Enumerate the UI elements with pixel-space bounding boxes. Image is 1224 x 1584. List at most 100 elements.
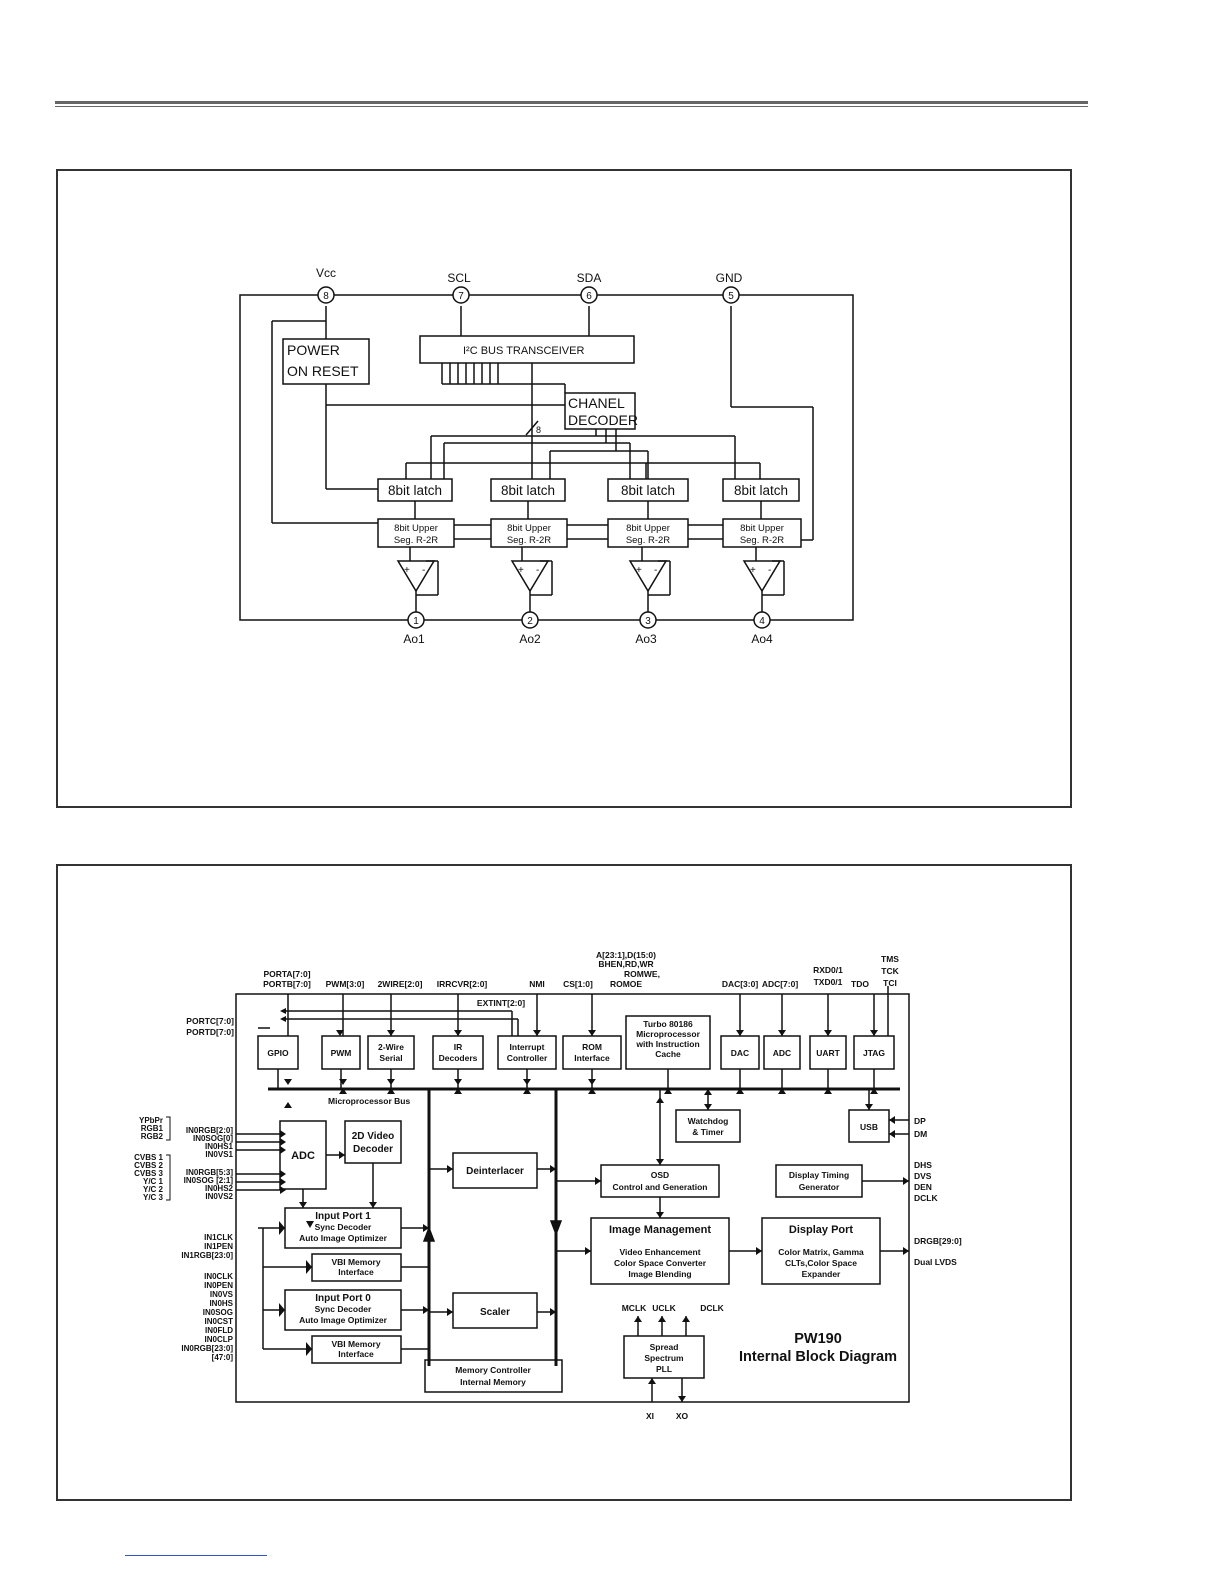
pin-5 [722, 286, 740, 304]
label-tck: TCK [881, 966, 899, 976]
ypbpr-label: YPbPr [139, 1116, 163, 1125]
in1rgb: IN1RGB[23:0] [181, 1251, 233, 1260]
input0-label-3: Auto Image Optimizer [299, 1315, 388, 1325]
jtag-label: JTAG [863, 1048, 885, 1058]
interrupt-label-1: Interrupt [510, 1042, 545, 1052]
r2r-4-line1: 8bit Upper [740, 523, 784, 534]
label-adc: ADC[7:0] [762, 979, 799, 989]
watchdog-block [675, 1109, 741, 1143]
label-portb: PORTB[7:0] [263, 979, 311, 989]
cvbs-3: CVBS 3 [134, 1169, 163, 1178]
in0vs: IN0VS [210, 1290, 234, 1299]
pin-1 [407, 611, 425, 629]
label-tdo: TDO [851, 979, 869, 989]
label-lvds: Dual LVDS [914, 1257, 957, 1267]
input0-label-1: Input Port 0 [315, 1293, 371, 1304]
power-on-reset-line1: POWER [287, 342, 340, 358]
display-port-title: Display Port [789, 1224, 854, 1236]
pin-4 [753, 611, 771, 629]
footer-link-underline[interactable] [125, 1555, 267, 1556]
in1pen: IN1PEN [204, 1242, 233, 1251]
display-port-body-3: Expander [802, 1269, 841, 1279]
label-mclk: MCLK [622, 1303, 647, 1313]
video-decoder-block [344, 1120, 402, 1164]
label-nmi: NMI [529, 979, 545, 989]
pin-vcc-label: Vcc [316, 266, 336, 280]
opamp-3 [628, 547, 671, 615]
latch-1-label: 8bit latch [388, 483, 442, 498]
pll-label-3: PLL [656, 1364, 672, 1374]
r2r-4-line2: Seg. R-2R [740, 535, 784, 546]
pin-6 [580, 286, 598, 304]
label-portc: PORTC[7:0] [186, 1016, 234, 1026]
r2r-2-line2: Seg. R-2R [507, 535, 551, 546]
i2c-transceiver-box [419, 335, 635, 364]
in0rgb-b-2: IN0SOG [2:1] [184, 1176, 234, 1185]
latch-4-label: 8bit latch [734, 483, 788, 498]
in0rgb-a-4: IN0VS1 [205, 1150, 233, 1159]
deinterlacer-block [452, 1152, 538, 1189]
turbo-label-4: Cache [655, 1049, 681, 1059]
image-mgmt-title: Image Management [609, 1224, 711, 1236]
rom-label-2: Interface [574, 1053, 610, 1063]
power-on-reset-line2: ON RESET [287, 363, 359, 379]
pin-ao3-label: Ao3 [635, 632, 657, 646]
r2r-1-line1: 8bit Upper [394, 523, 438, 534]
pin-7-number: 7 [458, 291, 464, 302]
dac-label: DAC [731, 1048, 749, 1058]
deinterlacer-label: Deinterlacer [466, 1166, 524, 1177]
label-dp: DP [914, 1116, 926, 1126]
label-portd: PORTD[7:0] [186, 1027, 234, 1037]
uart-label: UART [816, 1048, 840, 1058]
image-mgmt-body-1: Video Enhancement [619, 1247, 700, 1257]
interrupt-label-2: Controller [507, 1053, 548, 1063]
label-dac: DAC[3:0] [722, 979, 759, 989]
dac-diagram-frame: +- +- +- +- 8 7 6 5 1 2 3 4 Vcc SCL SDA … [56, 169, 1072, 808]
label-bhen: BHEN,RD,WR [598, 959, 653, 969]
vbi1-label-2: Interface [338, 1267, 374, 1277]
label-drgb: DRGB[29:0] [914, 1236, 962, 1246]
pin-6-number: 6 [586, 291, 592, 302]
turbo-label-3: with Instruction [635, 1039, 699, 1049]
scaler-block [452, 1292, 538, 1329]
turbo-label-1: Turbo 80186 [643, 1019, 693, 1029]
label-dclk: DCLK [700, 1303, 724, 1313]
in0rgb-a-2: IN0SOG[0] [193, 1134, 233, 1143]
turbo-label-2: Microprocessor [636, 1029, 700, 1039]
display-port-body-2: CLTs,Color Space [785, 1258, 857, 1268]
label-rxd: RXD0/1 [813, 965, 843, 975]
channel-decoder-line1: CHANEL [568, 395, 625, 411]
label-romwe: ROMWE, [624, 969, 660, 979]
pw190-block-diagram: PORTA[7:0] PORTB[7:0] PWM[3:0] 2WIRE[2:0… [134, 950, 962, 1421]
cvbs-2: CVBS 2 [134, 1161, 163, 1170]
vbi0-label-1: VBI Memory [331, 1339, 380, 1349]
usb-label: USB [860, 1122, 878, 1132]
vbi1-label-1: VBI Memory [331, 1257, 380, 1267]
pin-sda-label: SDA [577, 271, 602, 285]
pin-2-number: 2 [527, 616, 533, 627]
label-tms: TMS [881, 954, 899, 964]
label-tci: TCI [883, 978, 897, 988]
label-xo: XO [676, 1411, 689, 1421]
opamp-2 [510, 547, 553, 615]
timing-label-2: Generator [799, 1182, 840, 1192]
dac-block-diagram: +- +- +- +- 8 7 6 5 1 2 3 4 Vcc SCL SDA … [239, 266, 854, 646]
svg-text:+: + [636, 565, 642, 576]
svg-text:-: - [536, 565, 539, 576]
label-dhs: DHS [914, 1160, 932, 1170]
pwm-label: PWM [331, 1048, 352, 1058]
two-wire-label-2: Serial [379, 1053, 402, 1063]
label-xi: XI [646, 1411, 654, 1421]
label-den: DEN [914, 1182, 932, 1192]
pin-8 [317, 286, 335, 304]
label-romoe: ROMOE [610, 979, 642, 989]
video-decoder-label-1: 2D Video [352, 1131, 395, 1142]
svg-text:-: - [768, 565, 771, 576]
label-pwm: PWM[3:0] [326, 979, 365, 989]
label-dm: DM [914, 1129, 927, 1139]
ir-label-1: IR [454, 1042, 463, 1052]
pin-1-number: 1 [413, 616, 419, 627]
pin-scl-label: SCL [447, 271, 471, 285]
display-port-body-1: Color Matrix, Gamma [778, 1247, 864, 1257]
memory-controller-block [424, 1359, 563, 1393]
